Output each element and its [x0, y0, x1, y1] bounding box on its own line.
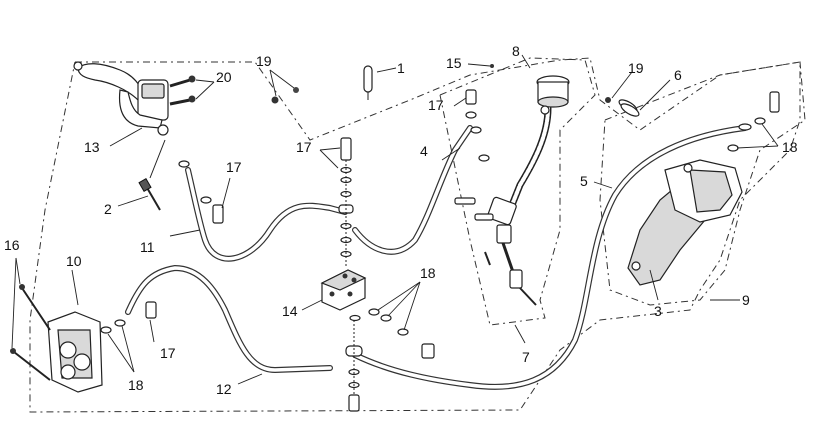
boundary-main [29, 57, 801, 413]
brake-hose-12 [125, 265, 333, 373]
callout-7: 7 [522, 349, 530, 365]
callout-17-master: 17 [428, 97, 444, 113]
callout-17-front-caliper: 17 [160, 345, 176, 361]
reservoir-8 [490, 64, 570, 115]
callout-1: 1 [397, 60, 405, 76]
reservoir-hose [508, 104, 552, 209]
callout-15: 15 [446, 55, 462, 71]
banjo-bolt-17-left [178, 160, 224, 224]
banjo-bolt-stack [338, 137, 354, 268]
callout-17-center: 17 [296, 139, 312, 155]
callout-6: 6 [674, 67, 682, 83]
callout-17-left: 17 [226, 159, 242, 175]
brake-hose-4 [352, 125, 473, 255]
bolt-20-upper [169, 75, 196, 88]
callout-19-right: 19 [628, 60, 644, 76]
leader-lines [11, 54, 779, 385]
callout-9: 9 [742, 292, 750, 308]
boundary-rear-caliper [599, 61, 806, 306]
bolt-20-lower [169, 95, 196, 106]
callout-19-left: 19 [256, 53, 272, 69]
washer-pair-18-middle [368, 308, 435, 359]
callout-3: 3 [654, 303, 662, 319]
callout-13: 13 [84, 139, 100, 155]
callout-5: 5 [580, 173, 588, 189]
callout-11: 11 [140, 239, 155, 255]
callout-18-rear: 18 [782, 139, 798, 155]
callout-16: 16 [4, 237, 20, 253]
brake-switch-2 [138, 139, 166, 211]
callout-4: 4 [420, 143, 428, 159]
callout-8: 8 [512, 43, 520, 59]
boundary-master-cylinder [439, 57, 596, 326]
callout-18-middle: 18 [420, 265, 436, 281]
callout-12: 12 [216, 381, 232, 397]
rear-caliper-3 [627, 91, 780, 286]
brake-hose-5 [352, 125, 748, 390]
callout-14: 14 [282, 303, 298, 319]
bolt-19-left [271, 87, 299, 104]
hose-clip-1 [363, 65, 373, 100]
assembly-boundaries [29, 57, 806, 413]
banjo-bolt-lower-stack [345, 314, 363, 412]
junction-block-14 [320, 269, 367, 311]
callout-18-front-caliper: 18 [128, 377, 144, 393]
callout-2: 2 [104, 201, 112, 217]
callout-20: 20 [216, 69, 232, 85]
callout-labels: 1 2 3 4 5 6 7 8 9 10 11 12 13 14 15 16 1… [4, 43, 798, 397]
rear-master-cylinder-7 [454, 196, 537, 306]
hose-clamp-6 [605, 97, 640, 117]
banjo-bolt-17-top [465, 89, 490, 162]
handlebar-master-cylinder-13 [73, 61, 196, 136]
brake-hose-11 [185, 167, 348, 262]
front-caliper-10 [10, 284, 157, 393]
callout-10: 10 [66, 253, 82, 269]
